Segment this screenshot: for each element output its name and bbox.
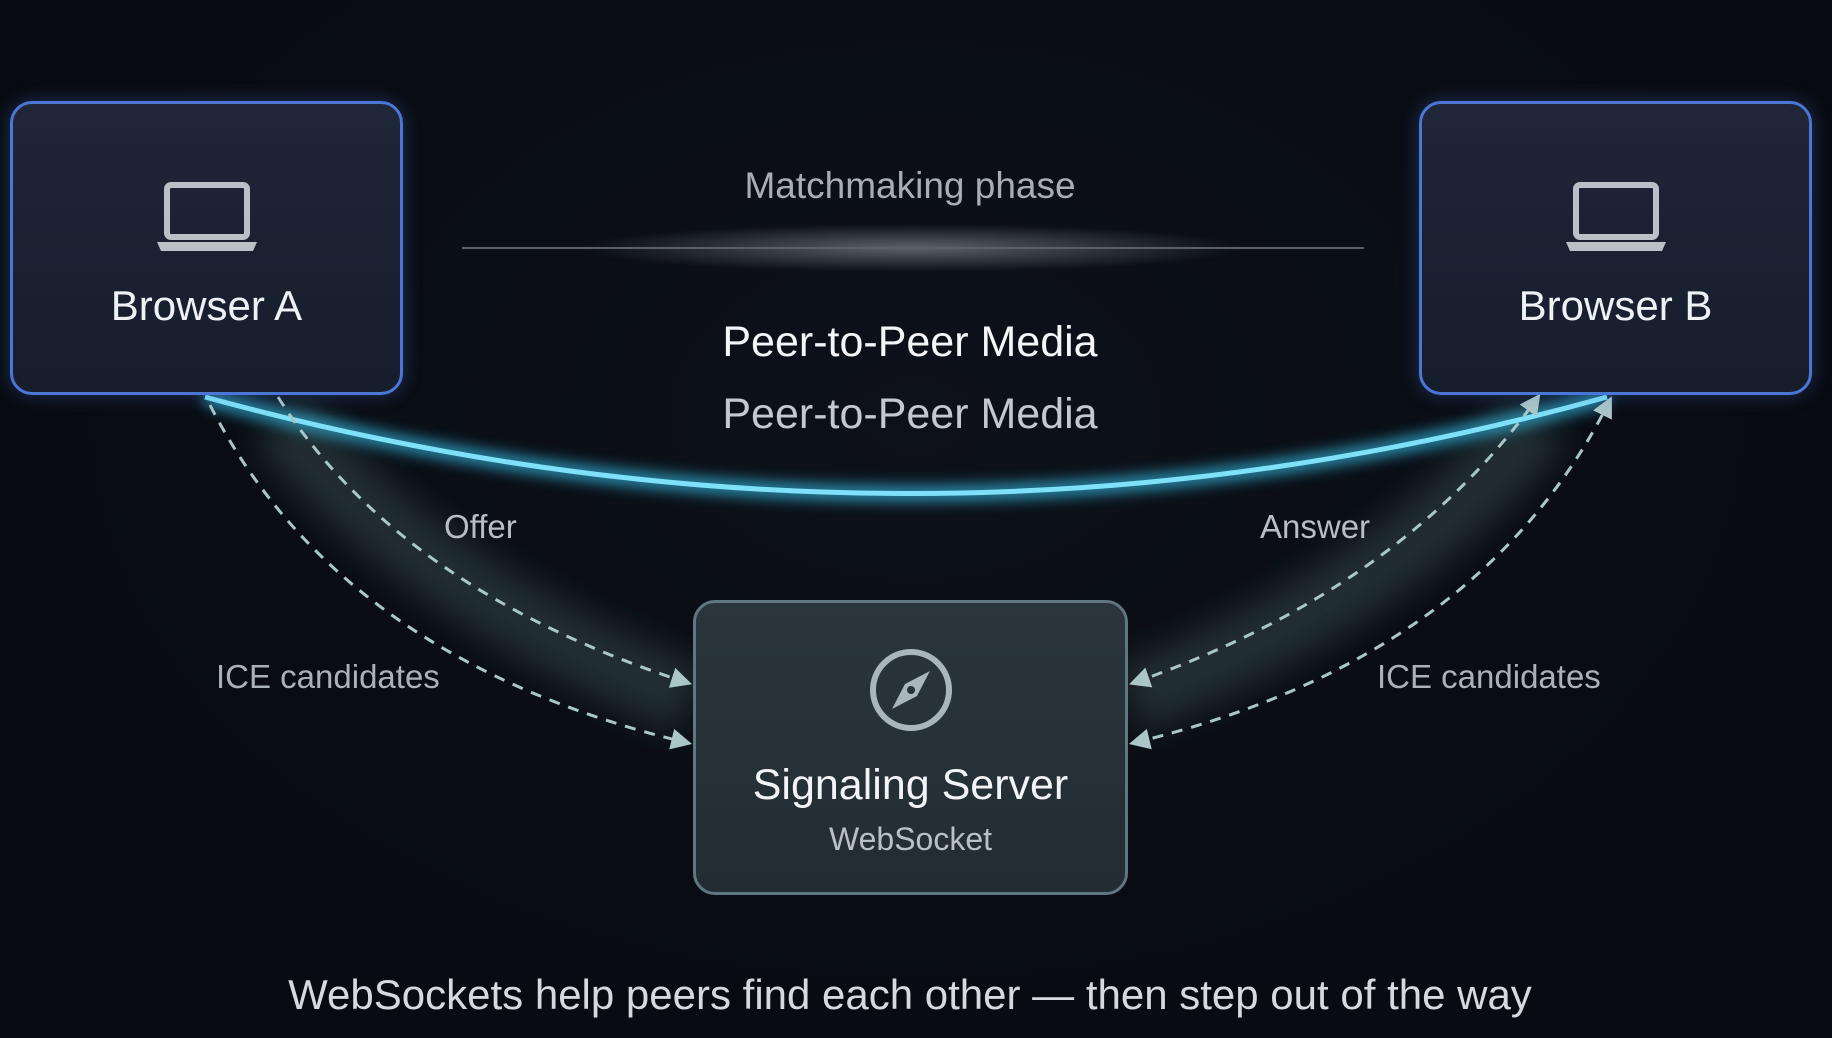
answer-label: Answer: [1260, 508, 1371, 545]
server-title: Signaling Server: [752, 761, 1069, 809]
p2p-media-label: Peer-to-Peer Media: [722, 318, 1098, 366]
ice-candidates-right-label: ICE candidates: [1377, 658, 1601, 695]
browser-b-label: Browser B: [1518, 282, 1713, 329]
laptop-icon: [1565, 182, 1666, 251]
p2p-media-label-echo: Peer-to-Peer Media: [722, 390, 1098, 438]
diagram-caption: WebSockets help peers find each other — …: [288, 971, 1532, 1018]
browser-a-label: Browser A: [110, 282, 303, 329]
offer-arrow: [276, 396, 692, 688]
matchmaking-phase-label: Matchmaking phase: [744, 165, 1076, 206]
ice-right-arrow: [1128, 396, 1612, 750]
compass-icon: [869, 649, 952, 731]
ice-candidates-left-label: ICE candidates: [216, 658, 440, 695]
ice-left-arrow: [208, 404, 693, 750]
offer-label: Offer: [444, 508, 517, 545]
server-subtitle: WebSocket: [828, 821, 993, 857]
signaling-server-node: Signaling Server WebSocket: [693, 600, 1128, 895]
laptop-icon: [156, 182, 257, 251]
browser-b-node: Browser B: [1419, 101, 1812, 395]
browser-a-node: Browser A: [10, 101, 403, 395]
offer-band: [252, 397, 704, 733]
